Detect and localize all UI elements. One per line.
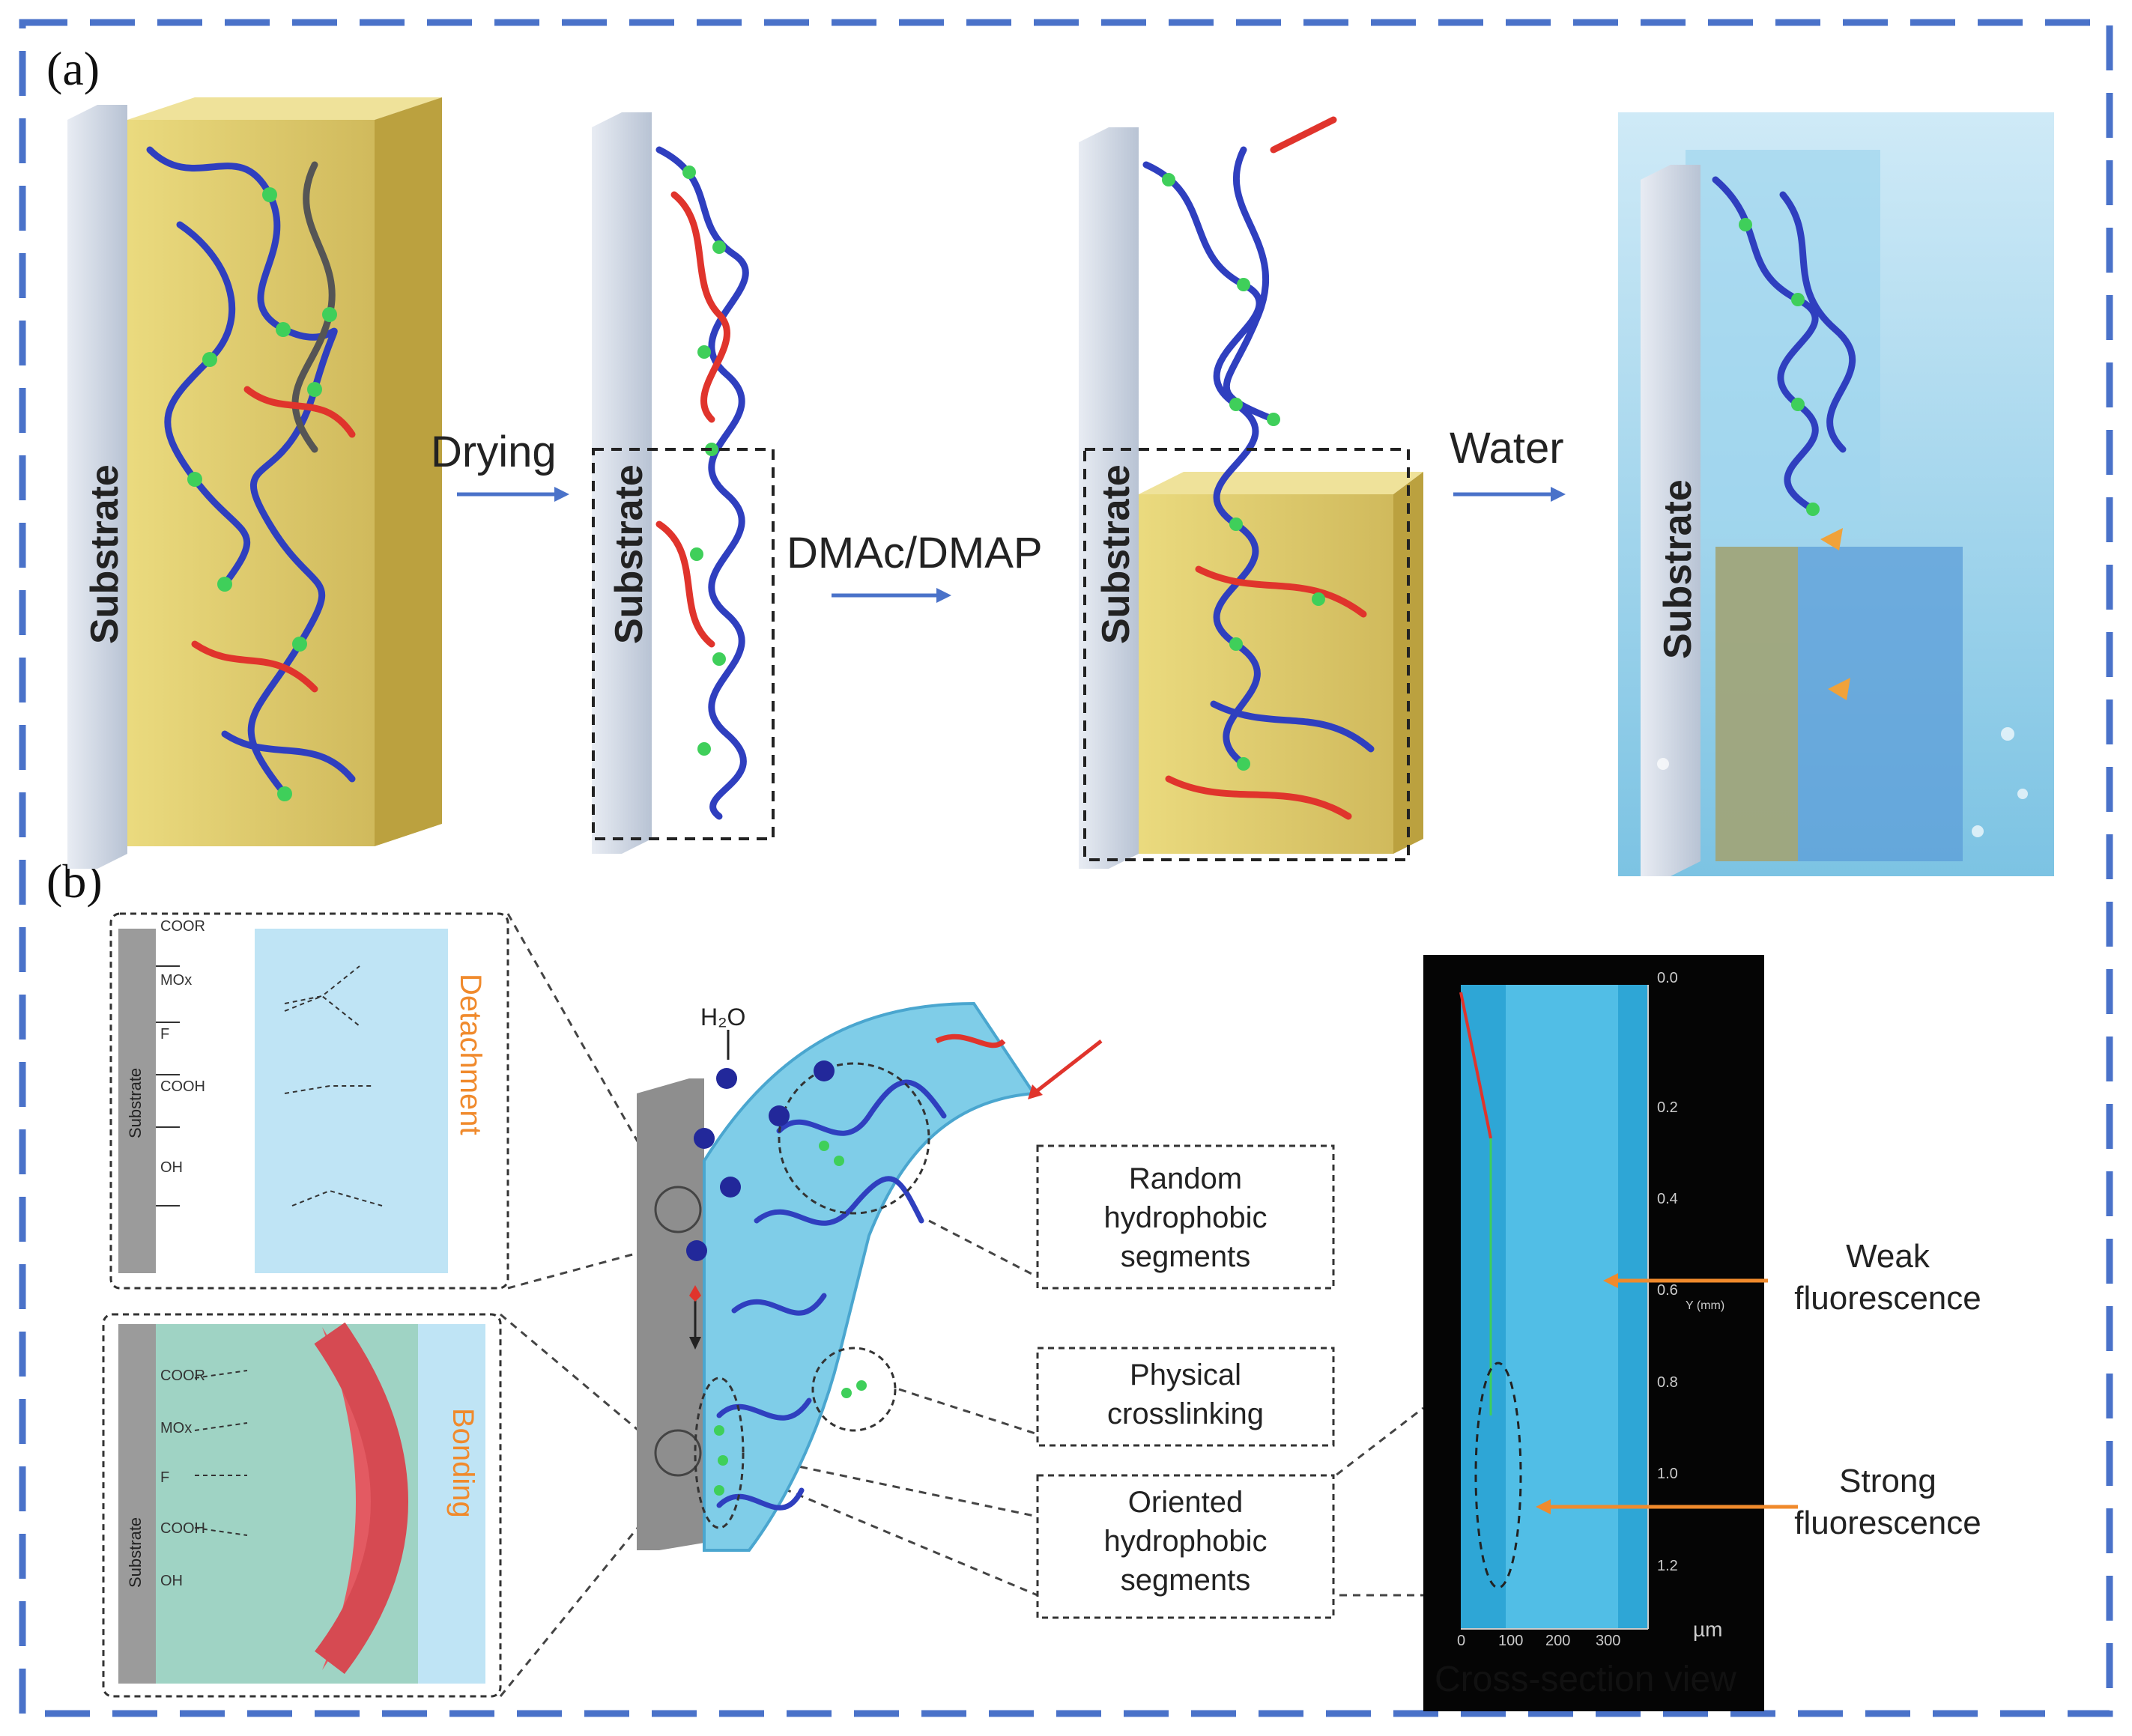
substrate-small-1: Substrate [126, 1067, 145, 1138]
panel-a-label: (a) [46, 42, 100, 95]
callout-random: Random hydrophobic segments [1103, 1162, 1268, 1273]
arrow-water [1453, 487, 1566, 502]
stage-2-dried [592, 112, 775, 854]
callout-physical: Physical crosslinking [1107, 1359, 1264, 1430]
strong-fluorescence-label: Strong fluorescence [1794, 1463, 1981, 1541]
ytick-6: 1.2 [1657, 1558, 1678, 1574]
group-oh-2: OH [160, 1573, 183, 1589]
ytick-2: 0.4 [1657, 1191, 1678, 1207]
ytick-5: 1.0 [1657, 1466, 1678, 1482]
panel-a-illustration [67, 97, 2054, 876]
ytick-1: 0.2 [1657, 1099, 1678, 1116]
group-f-2: F [160, 1469, 170, 1486]
group-mox-2: MOx [160, 1420, 193, 1436]
group-f-1: F [160, 1026, 170, 1042]
substrate-label-2: Substrate [608, 464, 651, 644]
ytick-3: 0.6 [1657, 1282, 1678, 1299]
bonding-label: Bonding [446, 1408, 479, 1518]
weak-fluorescence-label: Weak fluorescence [1794, 1238, 1981, 1317]
panel-b-illustration [102, 912, 1798, 1711]
xtick-0: 0 [1457, 1633, 1466, 1649]
y-axis-label: Y (mm) [1686, 1299, 1725, 1312]
dmac-label: DMAc/DMAP [787, 529, 1043, 577]
group-cooh-2: COOH [160, 1520, 205, 1537]
callout-oriented: Oriented hydrophobic segments [1103, 1486, 1268, 1597]
arrow-dmac [832, 588, 951, 603]
detachment-label: Detachment [454, 974, 487, 1135]
drying-label: Drying [431, 428, 557, 476]
substrate-label-4: Substrate [1656, 479, 1700, 659]
stage-3-reswollen [1079, 116, 1423, 869]
xtick-3: 300 [1596, 1633, 1621, 1649]
xtick-2: 200 [1545, 1633, 1571, 1649]
substrate-label-3: Substrate [1094, 464, 1138, 644]
stage-1-gel [67, 97, 442, 869]
group-coor-1: COOR [160, 918, 205, 935]
group-oh-1: OH [160, 1159, 183, 1176]
ytick-0: 0.0 [1657, 970, 1678, 986]
stage-4-water [1618, 112, 2054, 876]
arrow-drying [457, 487, 569, 502]
group-cooh-1: COOH [160, 1078, 205, 1095]
cross-section-caption: Cross-section view [1435, 1660, 1736, 1699]
xtick-1: 100 [1498, 1633, 1524, 1649]
h2o-label: H₂O [700, 1004, 746, 1031]
substrate-label-1: Substrate [83, 464, 127, 644]
substrate-small-2: Substrate [126, 1517, 145, 1588]
water-molecules [686, 1060, 835, 1261]
group-coor-2: COOR [160, 1368, 205, 1384]
water-label: Water [1450, 424, 1564, 473]
group-mox-1: MOx [160, 972, 193, 989]
ytick-4: 0.8 [1657, 1374, 1678, 1391]
x-unit-label: µm [1693, 1618, 1723, 1641]
